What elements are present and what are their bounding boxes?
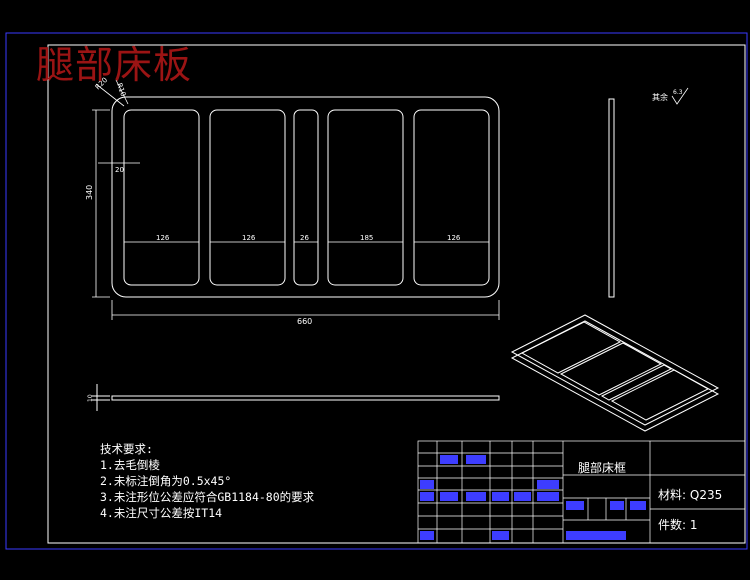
sheet-inner-border <box>47 44 746 544</box>
dim-overall-height: 340 <box>85 185 94 200</box>
title-block-grid <box>417 440 746 544</box>
title-block-part-name: 腿部床框 <box>578 461 627 475</box>
slot-2 <box>209 109 286 286</box>
tech-requirements-title: 技术要求: <box>100 442 153 456</box>
tech-requirement-item: 3.未注形位公差应符合GB1184-80的要求 <box>100 490 315 504</box>
side-view <box>608 98 615 298</box>
material-label: 材料: <box>658 488 687 502</box>
bottom-view <box>92 384 500 411</box>
slot-1 <box>123 109 200 286</box>
slot-3 <box>293 109 319 286</box>
title-block-accents <box>420 455 646 540</box>
roughness-symbol <box>671 87 689 105</box>
dim-slot-1: 126 <box>156 234 170 242</box>
quantity-label: 件数: <box>658 518 687 532</box>
quantity-value: 1 <box>689 518 698 532</box>
dim-slot-5: 126 <box>447 234 461 242</box>
dim-thickness: 10 <box>87 394 94 402</box>
dim-overall-width: 660 <box>297 317 312 326</box>
sheet-outer-border <box>5 32 748 550</box>
outer-frame <box>111 96 500 298</box>
isometric-view <box>510 314 720 432</box>
dim-edge-offset: 20 <box>115 166 124 174</box>
tech-requirement-item: 2.未标注倒角为0.5x45° <box>100 474 232 488</box>
slot-5 <box>413 109 490 286</box>
front-view <box>111 96 500 298</box>
title-block-quantity: 件数: 1 <box>658 516 698 533</box>
dim-slot-4: 185 <box>360 234 373 242</box>
watermark-title: 腿部床板 <box>36 43 193 87</box>
slot-4 <box>327 109 404 286</box>
title-block-material: 材料: Q235 <box>658 486 722 503</box>
material-value: Q235 <box>689 488 723 502</box>
roughness-value: 6.3 <box>673 89 683 96</box>
tech-requirements: 技术要求: 1.去毛倒棱 2.未标注倒角为0.5x45° 3.未注形位公差应符合… <box>100 441 314 521</box>
tech-requirement-item: 4.未注尺寸公差按IT14 <box>100 506 223 520</box>
dimension-lines <box>92 79 500 320</box>
dim-slot-2: 126 <box>242 234 256 242</box>
tech-requirement-item: 1.去毛倒棱 <box>100 458 160 472</box>
roughness-label: 其余 <box>652 93 668 102</box>
dim-slot-3: 26 <box>300 234 309 242</box>
